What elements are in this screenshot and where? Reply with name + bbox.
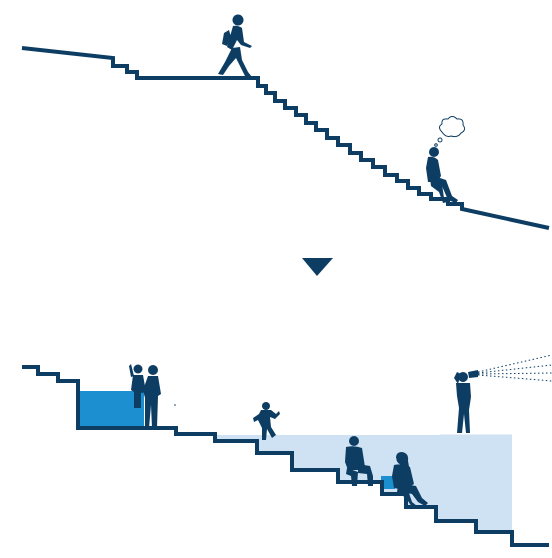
photographer — [454, 370, 478, 433]
sitting-person — [426, 147, 458, 203]
jumping-child — [253, 402, 280, 440]
thought-bubble — [434, 116, 466, 147]
walking-person — [218, 14, 252, 78]
plain-stair-line — [21, 46, 550, 230]
planter-dot — [174, 404, 176, 406]
small-step-block — [381, 476, 395, 489]
before-panel — [21, 14, 550, 230]
camera-view-lines — [477, 354, 552, 382]
down-arrow — [302, 258, 333, 276]
seated-person — [345, 436, 373, 486]
standing-couple — [129, 364, 161, 428]
terraced-stair-line — [22, 365, 549, 547]
after-panel — [22, 354, 552, 547]
raised-planter-box — [80, 391, 144, 428]
seated-woman — [392, 452, 428, 507]
